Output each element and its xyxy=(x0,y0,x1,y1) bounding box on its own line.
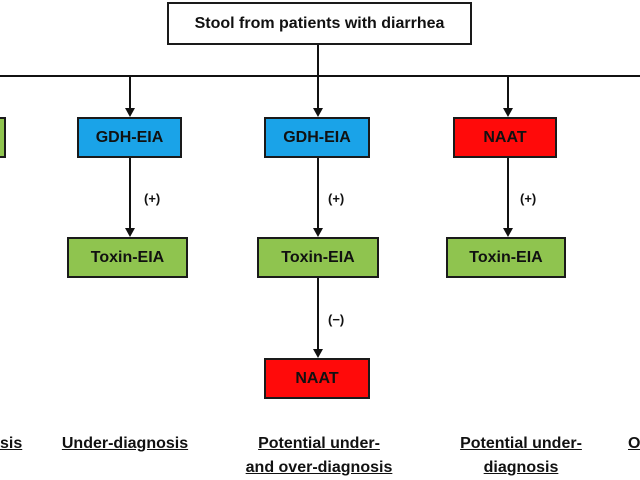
col3-edge1-line xyxy=(507,158,509,230)
col2-outcome-label: Potential under- and over-diagnosis xyxy=(245,435,393,476)
col1-drop-arrowhead xyxy=(125,108,135,117)
col1-edge1-line xyxy=(129,158,131,230)
col2-edge2-label: (−) xyxy=(328,312,345,327)
col2-third-test-box: NAAT xyxy=(264,358,370,399)
col2-edge1-arrowhead xyxy=(313,228,323,237)
col0-first-test-box xyxy=(0,117,6,158)
col2-first-test-box: GDH-EIA xyxy=(264,117,370,158)
col2-second-test-box: Toxin-EIA xyxy=(257,237,379,278)
col2-edge1-label: (+) xyxy=(328,191,345,206)
horizontal-bus-line xyxy=(0,75,640,77)
col2-edge2-line xyxy=(317,278,319,351)
col3-edge1-arrowhead xyxy=(503,228,513,237)
col1-second-test-box: Toxin-EIA xyxy=(67,237,188,278)
col3-outcome-label: Potential under- diagnosis xyxy=(460,435,582,476)
col1-drop-line xyxy=(129,76,131,110)
col1-edge1-arrowhead xyxy=(125,228,135,237)
col2-edge2-arrowhead xyxy=(313,349,323,358)
col3-first-test-box: NAAT xyxy=(453,117,557,158)
col3-second-test-box: Toxin-EIA xyxy=(446,237,566,278)
col3-drop-arrowhead xyxy=(503,108,513,117)
col2-edge1-line xyxy=(317,158,319,230)
col2-drop-arrowhead xyxy=(313,108,323,117)
root-node-box: Stool from patients with diarrhea xyxy=(167,2,472,45)
root-stem-line xyxy=(317,45,319,76)
col4-outcome-label: O xyxy=(628,435,640,452)
col3-drop-line xyxy=(507,76,509,110)
col0-outcome-label: sis xyxy=(0,435,23,452)
col1-first-test-box: GDH-EIA xyxy=(77,117,182,158)
col1-edge1-label: (+) xyxy=(144,191,161,206)
root-node-label: Stool from patients with diarrhea xyxy=(194,14,445,32)
col2-drop-line xyxy=(317,76,319,110)
col3-edge1-label: (+) xyxy=(520,191,537,206)
col1-outcome-label: Under-diagnosis xyxy=(61,435,189,452)
